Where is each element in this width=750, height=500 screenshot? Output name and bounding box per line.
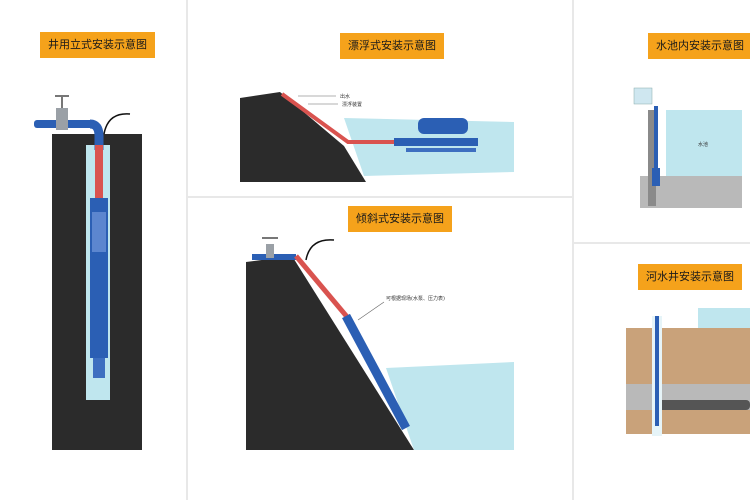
riser-elbow	[89, 119, 104, 150]
pump-intake	[92, 212, 106, 252]
inclined-pipe	[294, 254, 350, 320]
divider-right-h	[574, 242, 750, 244]
floating-water	[344, 118, 514, 176]
pump-motor	[93, 358, 105, 378]
inclined-pump	[342, 313, 410, 431]
panel-title-pool: 水池内安装示意图	[648, 33, 750, 59]
panel-title-vertical: 井用立式安装示意图	[40, 32, 155, 58]
river-pump-pipe	[655, 316, 659, 426]
valve-body	[56, 108, 68, 130]
panel-floating: 漂浮式安装示意图 出水 漂浮装置	[188, 0, 572, 196]
floating-bank	[240, 92, 366, 182]
floating-pump	[394, 138, 478, 146]
pool-diagram: 水池	[633, 87, 742, 208]
panel-pool: 水池内安装示意图 水池	[574, 0, 750, 242]
panel-title-inclined: 倾斜式安装示意图	[348, 206, 452, 232]
pool-wall	[648, 110, 656, 206]
divider-middle-h	[188, 196, 572, 198]
pool-tank	[666, 110, 742, 176]
riser-pipe	[95, 145, 103, 200]
divider-right	[572, 0, 574, 500]
divider-left	[186, 0, 188, 500]
inclined-bank	[246, 256, 414, 450]
floating-pontoon	[418, 118, 468, 134]
panel-title-river: 河水井安装示意图	[638, 264, 742, 290]
inclined-label: 可根据现场(水泵、压力表)	[386, 295, 445, 302]
inclined-cable	[305, 239, 335, 261]
river-drain-pipe	[654, 400, 750, 410]
pool-pipe	[654, 106, 658, 172]
pool-pump	[652, 168, 660, 186]
panel-title-floating: 漂浮式安装示意图	[340, 33, 444, 59]
power-cable	[103, 113, 131, 135]
floating-bottom-bar	[406, 148, 476, 152]
floating-label-b: 漂浮装置	[342, 101, 362, 108]
inclined-valve	[266, 244, 274, 258]
panel-river-well: 河水井安装示意图	[574, 244, 750, 500]
river-soil	[626, 328, 750, 384]
inclined-water	[386, 362, 514, 450]
floating-label-a: 出水	[340, 93, 350, 100]
inclined-callout	[357, 301, 385, 321]
pool-control-box	[633, 87, 653, 105]
inclined-diagram: 可根据现场(水泵、压力表)	[246, 237, 514, 450]
floating-pipe	[280, 92, 414, 144]
panel-vertical-well: 井用立式安装示意图	[0, 0, 186, 500]
river-well-diagram	[626, 308, 750, 436]
floating-diagram: 出水 漂浮装置	[240, 92, 514, 182]
pool-water-label: 水池	[698, 141, 708, 148]
vertical-well-diagram	[34, 95, 142, 450]
river-deep-soil	[626, 410, 750, 434]
panel-inclined: 倾斜式安装示意图 可根据现场(水泵、压力表)	[188, 198, 572, 500]
